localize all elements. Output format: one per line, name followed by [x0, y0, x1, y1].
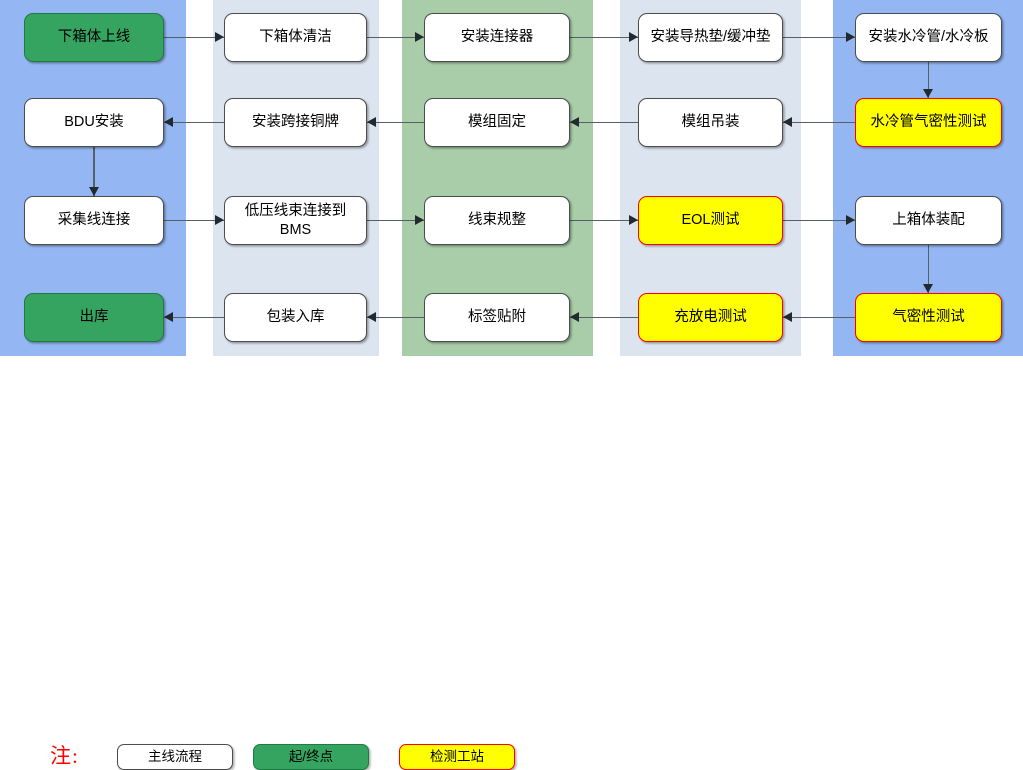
node-label: 安装连接器 — [460, 29, 534, 46]
connector-n17-to-n18 — [570, 316, 638, 319]
connector-n11-to-n12 — [164, 219, 224, 222]
connector-n18-to-n19-head — [367, 312, 376, 322]
connector-n4-to-n5-head — [846, 32, 855, 42]
node-n10[interactable]: BDU安装 — [24, 98, 164, 147]
node-n5[interactable]: 安装水冷管/水冷板 — [855, 13, 1002, 62]
node-n20[interactable]: 出库 — [24, 293, 164, 342]
connector-n1-to-n2 — [164, 36, 224, 39]
node-n7[interactable]: 模组吊装 — [638, 98, 783, 147]
node-n6[interactable]: 水冷管气密性测试 — [855, 98, 1002, 147]
connector-n6-to-n7 — [783, 121, 855, 124]
connector-n15-to-n16 — [927, 245, 930, 293]
node-n3[interactable]: 安装连接器 — [424, 13, 570, 62]
node-n11[interactable]: 采集线连接 — [24, 196, 164, 245]
node-n1[interactable]: 下箱体上线 — [24, 13, 164, 62]
node-label: 安装导热垫/缓冲垫 — [650, 29, 771, 46]
connector-n13-to-n14-head — [629, 215, 638, 225]
node-label: 包装入库 — [266, 309, 325, 326]
connector-n5-to-n6-head — [923, 89, 933, 98]
node-label: BDU安装 — [64, 114, 124, 131]
node-n12[interactable]: 低压线束连接到BMS — [224, 196, 367, 245]
connector-n10-to-n11-head — [88, 187, 99, 196]
node-label: 低压线束连接到BMS — [244, 203, 347, 238]
node-label: 水冷管气密性测试 — [870, 114, 987, 131]
connector-n8-to-n9-head — [367, 117, 376, 127]
connector-n9-to-n10-head — [164, 117, 173, 127]
connector-n14-to-n15 — [783, 219, 855, 222]
flowchart-canvas: 下箱体上线 下箱体清洁 安装连接器 安装导热垫/缓冲垫 安装水冷管/水冷板水冷管气密性测… — [0, 0, 1023, 356]
node-label: 标签贴附 — [468, 309, 526, 326]
legend-note-label: 注: — [50, 744, 79, 768]
node-n9[interactable]: 安装跨接铜牌 — [224, 98, 367, 147]
legend-item-terminal: 起/终点 — [253, 744, 369, 770]
connector-n8-to-n9 — [367, 121, 424, 124]
node-label: 充放电测试 — [674, 309, 747, 326]
node-n13[interactable]: 线束规整 — [424, 196, 570, 245]
node-n8[interactable]: 模组固定 — [424, 98, 570, 147]
node-label: 模组固定 — [468, 114, 526, 131]
connector-n5-to-n6 — [927, 62, 930, 98]
connector-n3-to-n4 — [570, 36, 638, 39]
connector-n2-to-n3 — [367, 36, 424, 39]
connector-n12-to-n13 — [367, 219, 424, 222]
node-label: 安装跨接铜牌 — [252, 114, 339, 131]
connector-n19-to-n20-head — [164, 312, 173, 322]
node-n18[interactable]: 标签贴附 — [424, 293, 570, 342]
connector-n9-to-n10 — [164, 121, 224, 124]
connector-n12-to-n13-head — [415, 215, 424, 225]
legend-item-mainline: 主线流程 — [117, 744, 233, 770]
node-label: 采集线连接 — [57, 212, 131, 229]
connector-n3-to-n4-head — [629, 32, 638, 42]
connector-n2-to-n3-head — [415, 32, 424, 42]
legend-item-label: 起/终点 — [288, 748, 334, 764]
node-label: 下箱体上线 — [57, 29, 131, 46]
connector-n10-to-n11 — [93, 147, 95, 196]
node-label: 气密性测试 — [892, 309, 965, 326]
connector-n13-to-n14 — [570, 219, 638, 222]
node-label: EOL测试 — [681, 212, 740, 229]
connector-n4-to-n5 — [783, 36, 855, 39]
legend: 注: 主线流程 起/终点 检测工站 — [0, 366, 1023, 770]
connector-n16-to-n17-head — [783, 312, 792, 322]
connector-n7-to-n8-head — [570, 117, 579, 127]
connector-n6-to-n7-head — [783, 117, 792, 127]
node-label: 下箱体清洁 — [259, 29, 332, 46]
connector-n19-to-n20 — [164, 316, 224, 319]
node-label: 线束规整 — [468, 212, 526, 229]
legend-item-teststation: 检测工站 — [399, 744, 515, 770]
connector-n17-to-n18-head — [570, 312, 579, 322]
connector-n11-to-n12-head — [215, 215, 224, 225]
legend-item-label: 主线流程 — [148, 748, 202, 764]
node-n17[interactable]: 充放电测试 — [638, 293, 783, 342]
node-n14[interactable]: EOL测试 — [638, 196, 783, 245]
node-label: 模组吊装 — [681, 114, 740, 131]
node-n15[interactable]: 上箱体装配 — [855, 196, 1002, 245]
connector-n16-to-n17 — [783, 316, 855, 319]
connector-n18-to-n19 — [367, 316, 424, 319]
connector-n15-to-n16-head — [923, 284, 933, 293]
node-n4[interactable]: 安装导热垫/缓冲垫 — [638, 13, 783, 62]
node-label: 上箱体装配 — [892, 212, 965, 229]
connector-n7-to-n8 — [570, 121, 638, 124]
node-label: 出库 — [79, 309, 109, 326]
connector-n1-to-n2-head — [215, 32, 224, 42]
node-n2[interactable]: 下箱体清洁 — [224, 13, 367, 62]
legend-item-label: 检测工站 — [430, 748, 484, 764]
node-label: 安装水冷管/水冷板 — [868, 29, 989, 46]
node-n19[interactable]: 包装入库 — [224, 293, 367, 342]
connector-n14-to-n15-head — [846, 215, 855, 225]
node-n16[interactable]: 气密性测试 — [855, 293, 1002, 342]
